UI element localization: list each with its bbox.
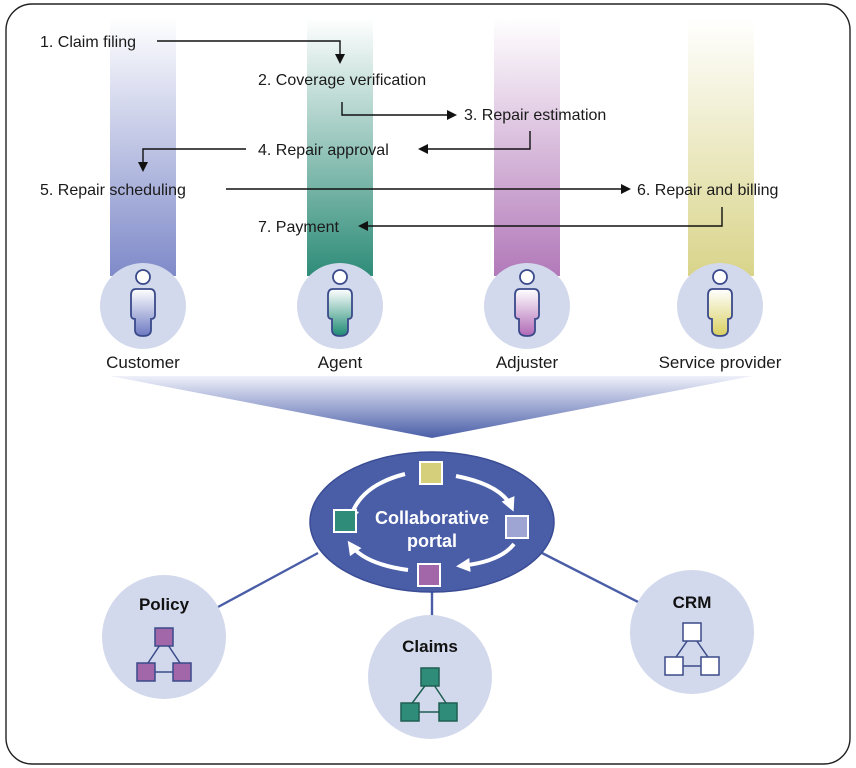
agent-avatar xyxy=(297,263,383,349)
service-provider-avatar xyxy=(677,263,763,349)
step-1-label: 1. Claim filing xyxy=(40,34,136,51)
crm-system: CRM xyxy=(630,570,754,694)
step-6-label: 6. Repair and billing xyxy=(637,182,778,199)
portal-title-line1: Collaborative xyxy=(375,508,489,528)
arrow-coverage-to-estimation xyxy=(341,102,457,120)
role-customer-label: Customer xyxy=(106,353,180,372)
step-4-label: 4. Repair approval xyxy=(258,142,389,159)
step-5-label: 5. Repair scheduling xyxy=(40,182,186,199)
policy-connector xyxy=(217,551,319,609)
role-service-provider-label: Service provider xyxy=(659,353,782,372)
portal-node-right xyxy=(505,515,529,539)
portal-node-top xyxy=(419,461,443,485)
policy-system: Policy xyxy=(102,575,226,699)
person-body-icon xyxy=(327,288,353,337)
person-body-icon xyxy=(707,288,733,337)
customer-avatar xyxy=(100,263,186,349)
role-adjuster-label: Adjuster xyxy=(496,353,559,372)
arrow-approval-to-scheduling xyxy=(138,148,246,172)
claims-system: Claims xyxy=(368,615,492,739)
person-head-icon xyxy=(332,269,348,285)
customer-lane xyxy=(110,18,176,276)
arrow-estimation-to-approval xyxy=(418,131,531,154)
adjuster-lane xyxy=(494,18,560,276)
hierarchy-icon xyxy=(664,622,720,676)
role-agent-label: Agent xyxy=(318,353,363,372)
policy-label: Policy xyxy=(139,595,190,614)
portal-title-line2: portal xyxy=(407,531,457,551)
cycle-arrow-icon xyxy=(456,542,516,572)
claims-label: Claims xyxy=(402,637,458,656)
adjuster-avatar xyxy=(484,263,570,349)
person-head-icon xyxy=(712,269,728,285)
arrow-repair-to-payment xyxy=(358,207,723,231)
funnel-shape xyxy=(110,376,752,438)
collaborative-portal: Collaborative portal xyxy=(309,451,555,593)
portal-node-left xyxy=(333,509,357,533)
step-7-label: 7. Payment xyxy=(258,219,339,236)
hierarchy-icon xyxy=(400,667,458,722)
step-3-label: 3. Repair estimation xyxy=(464,107,606,124)
portal-node-bottom xyxy=(417,563,441,587)
person-head-icon xyxy=(519,269,535,285)
cycle-arrow-icon xyxy=(347,540,409,572)
cycle-arrow-icon xyxy=(455,474,515,512)
arrow-claim-to-coverage xyxy=(157,40,345,64)
crm-connector xyxy=(541,551,641,605)
person-head-icon xyxy=(135,269,151,285)
person-body-icon xyxy=(514,288,540,337)
crm-label: CRM xyxy=(673,593,712,612)
hierarchy-icon xyxy=(136,627,192,682)
service-provider-lane xyxy=(688,18,754,276)
step-2-label: 2. Coverage verification xyxy=(258,72,426,89)
person-body-icon xyxy=(130,288,156,337)
